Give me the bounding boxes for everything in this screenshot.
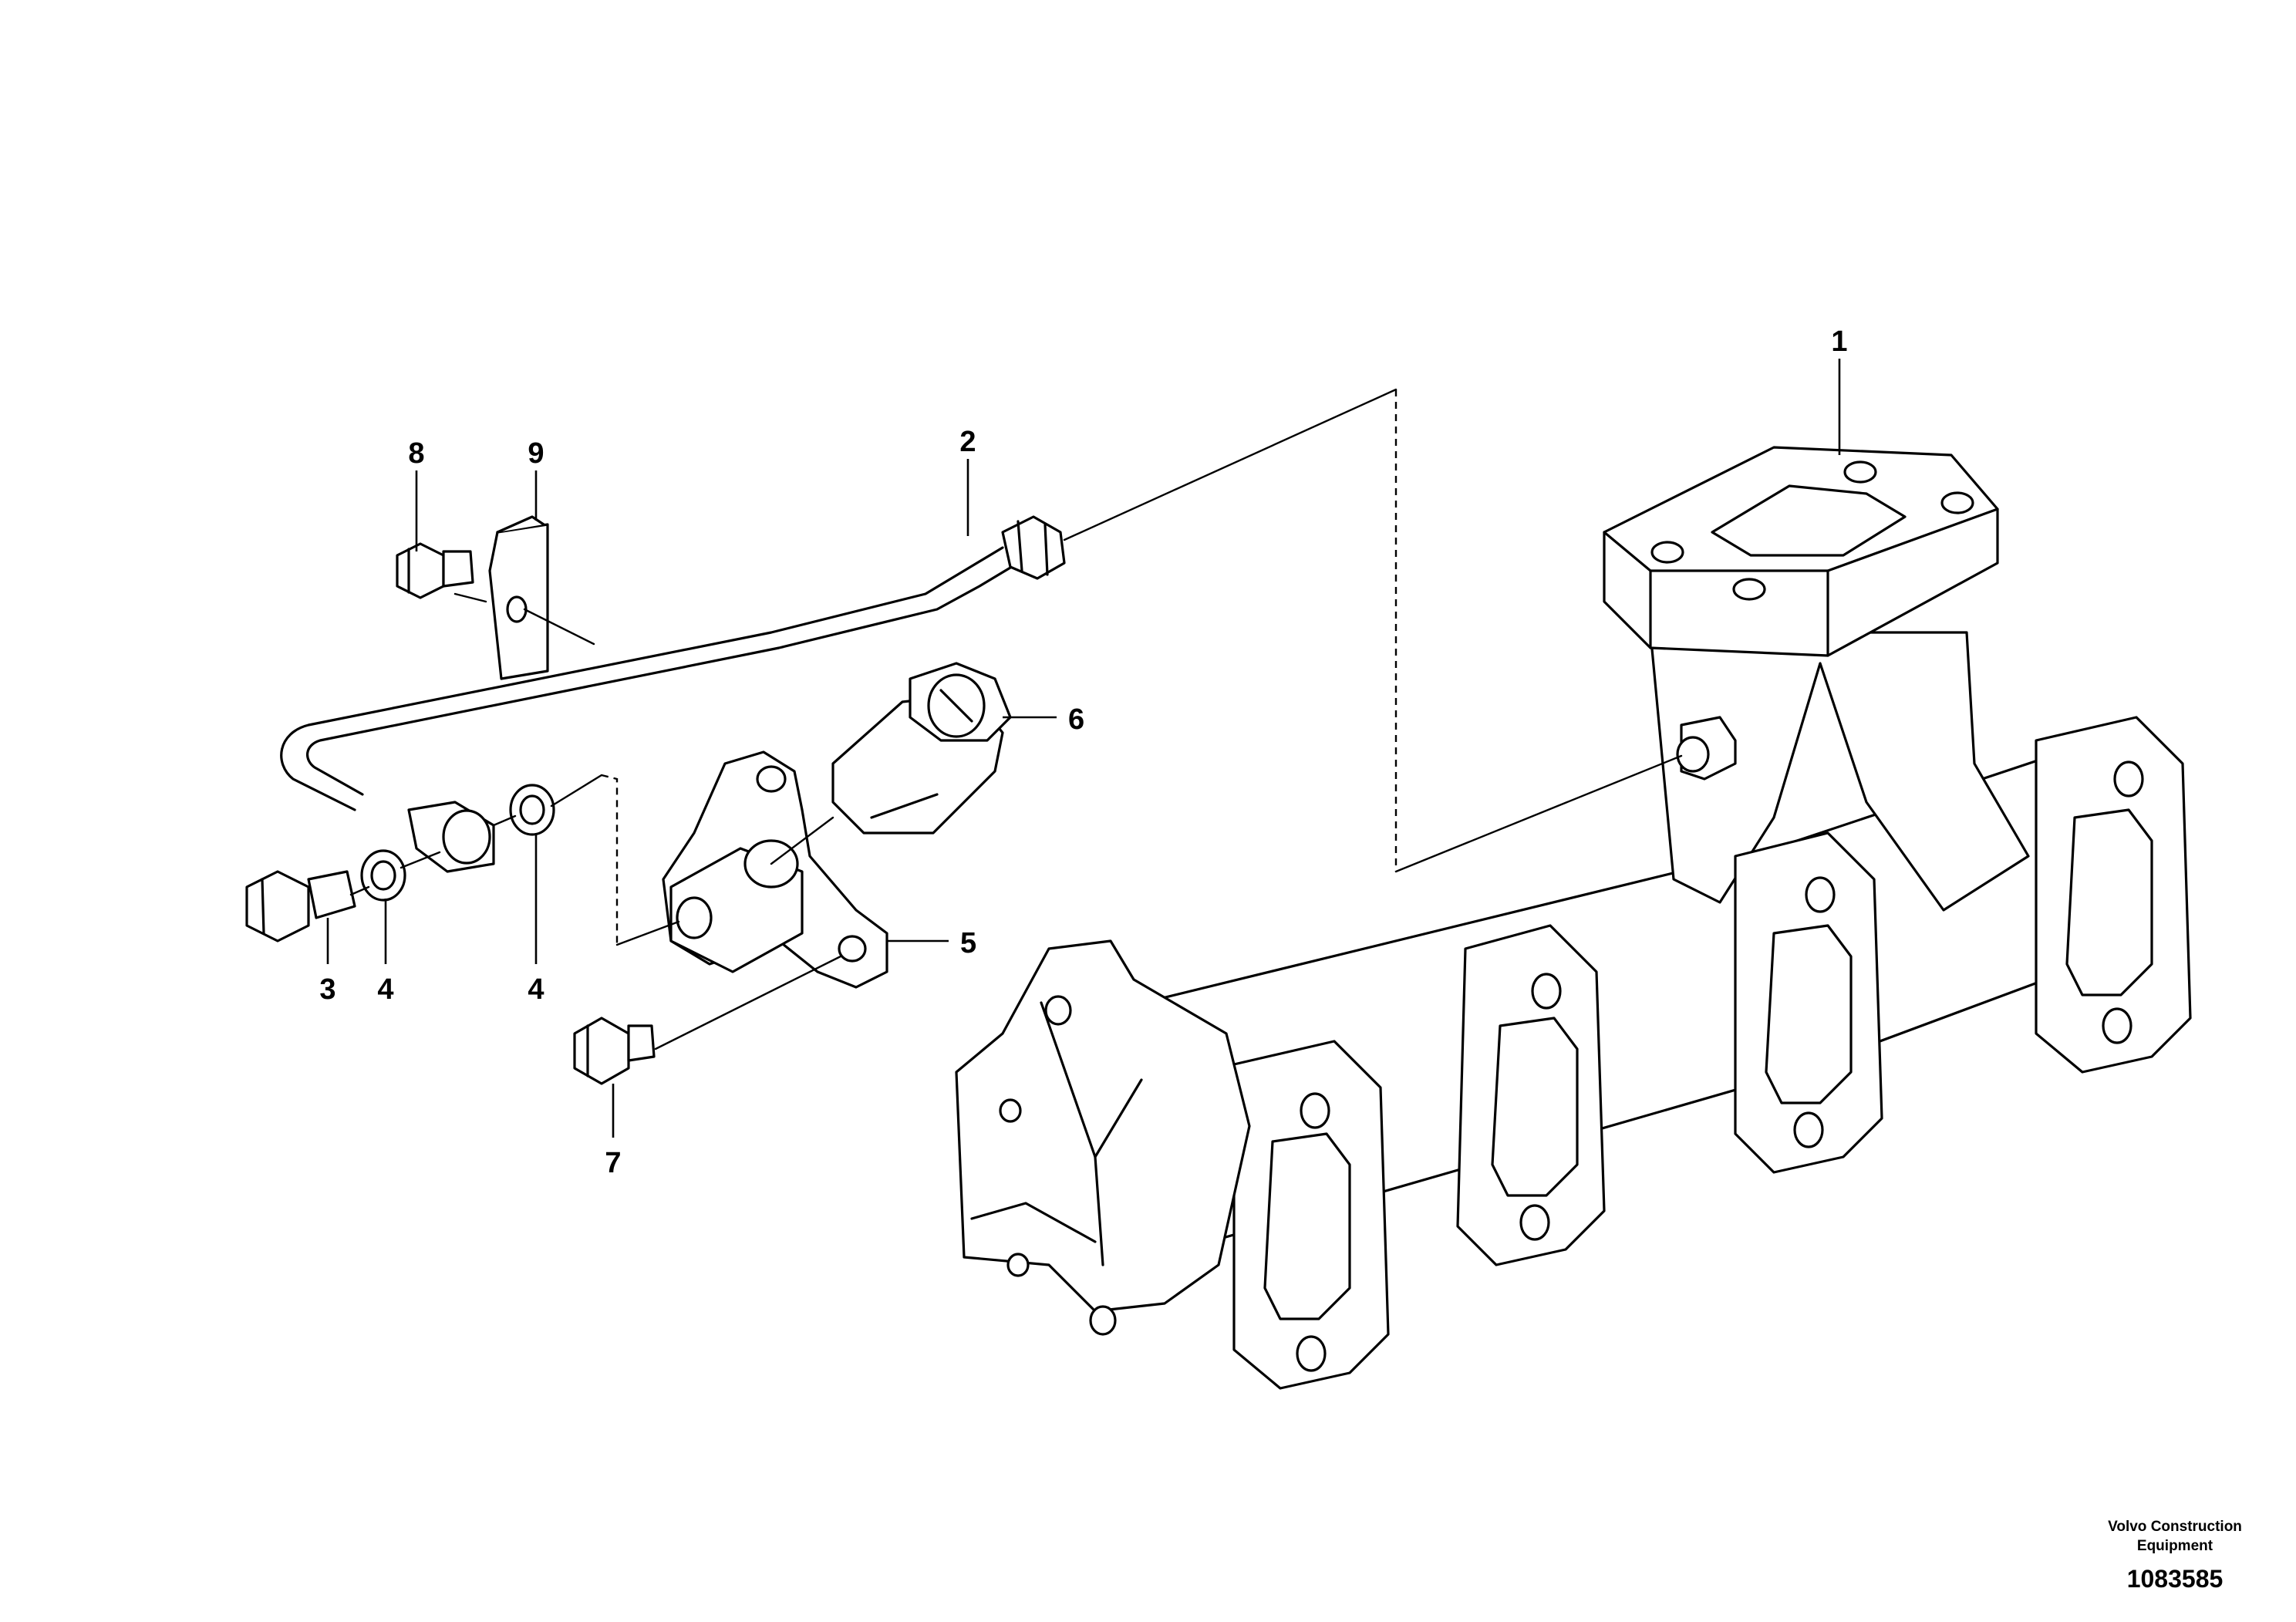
flange-bolt [573,1017,656,1085]
assembly-lines [349,388,1683,1050]
callout-2: 2 [959,426,976,458]
callout-5: 5 [960,927,976,959]
callout-3: 3 [319,973,335,1006]
pipe-clip [488,515,549,680]
washer-left [360,849,406,902]
callout-6: 6 [1068,703,1084,736]
callout-1: 1 [1831,325,1847,358]
callout-7: 7 [605,1147,621,1179]
callout-4-left: 4 [377,973,393,1006]
brand-line-1: Volvo Construction [2108,1519,2242,1535]
washer-right [509,784,555,836]
banjo-bolt [245,870,356,943]
exhaust-manifold [955,446,2192,1390]
brand-line-2: Equipment [2137,1538,2213,1554]
pipe [280,515,1066,873]
clip-bolt [396,542,474,599]
callout-4-right: 4 [528,973,544,1006]
sensor-adapter-bracket [662,750,888,989]
callout-leaders [326,359,1841,1138]
callout-9: 9 [528,437,544,470]
callout-8: 8 [408,437,424,470]
callout-labels: 1 2 3 4 4 5 6 7 8 9 [319,325,1847,1179]
document-number: 1083585 [2127,1565,2224,1593]
pressure-sensor [831,662,1012,835]
footer: Volvo Construction Equipment 1083585 [2108,1519,2242,1593]
